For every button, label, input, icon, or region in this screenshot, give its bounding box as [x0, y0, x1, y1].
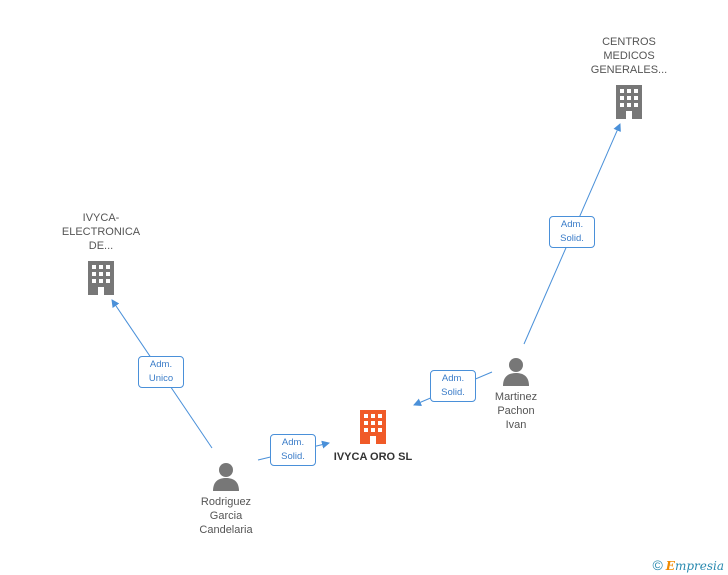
- company-node-ivyca-oro[interactable]: IVYCA ORO SL: [318, 408, 428, 464]
- copyright-icon: ©: [652, 557, 663, 573]
- person-node-rodriguez[interactable]: Rodriguez Garcia Candelaria: [181, 461, 271, 537]
- company-label: IVYCA- ELECTRONICA DE...: [61, 212, 141, 252]
- person-label: Martinez Pachon Ivan: [494, 391, 538, 431]
- edge-label-adm-solid-rodriguez[interactable]: Adm. Solid.: [270, 434, 316, 466]
- company-label: CENTROS MEDICOS GENERALES...: [590, 36, 668, 76]
- person-node-martinez[interactable]: Martinez Pachon Ivan: [476, 356, 556, 432]
- company-node-ivyca-electronica[interactable]: IVYCA- ELECTRONICA DE...: [55, 211, 147, 295]
- building-icon: [616, 85, 642, 119]
- person-label: Rodriguez Garcia Candelaria: [199, 496, 253, 536]
- empresia-brand[interactable]: ©Empresia: [652, 557, 724, 573]
- building-icon: [88, 261, 114, 295]
- building-icon: [360, 410, 386, 444]
- edge-label-adm-unico[interactable]: Adm. Unico: [138, 356, 184, 388]
- edge-label-adm-solid-martinez-centros[interactable]: Adm. Solid.: [549, 216, 595, 248]
- edge-label-adm-solid-martinez-oro[interactable]: Adm. Solid.: [430, 370, 476, 402]
- brand-name: mpresia: [674, 559, 724, 573]
- person-icon: [503, 358, 529, 386]
- company-node-centros-medicos[interactable]: CENTROS MEDICOS GENERALES...: [583, 35, 675, 119]
- brand-initial: E: [665, 559, 675, 573]
- person-icon: [213, 463, 239, 491]
- company-label: IVYCA ORO SL: [333, 451, 413, 463]
